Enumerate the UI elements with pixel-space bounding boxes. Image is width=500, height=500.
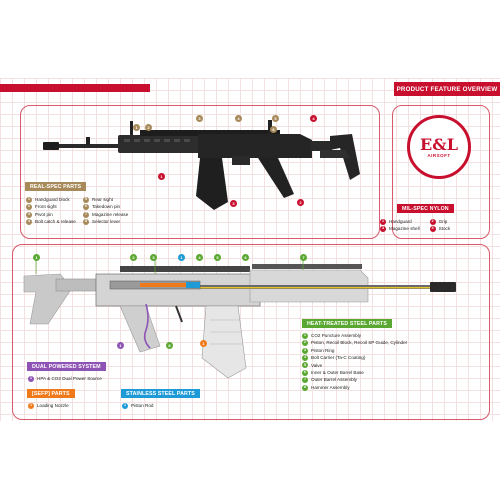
brand-logo: E&L AIRSOFT: [407, 115, 471, 179]
stainless-title: STAINLESS STEEL PARTS: [121, 389, 200, 399]
callout-heat-8: 8: [166, 342, 173, 349]
dual-powered-title: DUAL POWERED SYSTEM: [27, 362, 106, 372]
feature-sheet: PRODUCT FEATURE OVERVIEW: [0, 78, 500, 421]
callout-mil-spec-4: 4: [310, 115, 317, 122]
callout-heat-6: 6: [242, 254, 249, 261]
callout-real-spec-5: 5: [272, 115, 279, 122]
callout-heat-1: 1: [33, 254, 40, 261]
callout-real-spec-1: 1: [133, 124, 140, 131]
mil-spec-title: MIL-SPEC NYLON: [397, 204, 454, 214]
rifle-side-view: [43, 120, 360, 210]
header-banner: PRODUCT FEATURE OVERVIEW: [394, 82, 500, 96]
real-spec-title: REAL-SPEC PARTS: [25, 182, 87, 192]
upper-frame: [20, 105, 380, 239]
callout-heat-5: 5: [214, 254, 221, 261]
callout-real-spec-2: 2: [145, 124, 152, 131]
callout-mil-spec-1: 1: [158, 173, 165, 180]
callout-sefp-1: 1: [200, 340, 207, 347]
rifle-cutaway-view: [23, 258, 456, 379]
callout-real-spec-6: 6: [270, 126, 277, 133]
callout-heat-3: 3: [150, 254, 157, 261]
callout-stainless-1: 1: [178, 254, 185, 261]
callout-real-spec-3: 3: [196, 115, 203, 122]
callout-real-spec-4: 4: [235, 115, 242, 122]
callout-mil-spec-2: 2: [297, 199, 304, 206]
lower-frame: [12, 244, 490, 420]
callout-heat-2: 2: [130, 254, 137, 261]
callout-heat-4: 4: [196, 254, 203, 261]
sefp-title: [SEFP] PARTS: [27, 389, 75, 399]
callout-mil-spec-3: 3: [230, 200, 237, 207]
callout-dual-1: 1: [117, 342, 124, 349]
callout-heat-7: 7: [300, 254, 307, 261]
accent-bar: [0, 84, 150, 92]
logo-frame: [392, 105, 490, 239]
heat-treated-title: HEAT-TREATED STEEL PARTS: [302, 319, 392, 329]
